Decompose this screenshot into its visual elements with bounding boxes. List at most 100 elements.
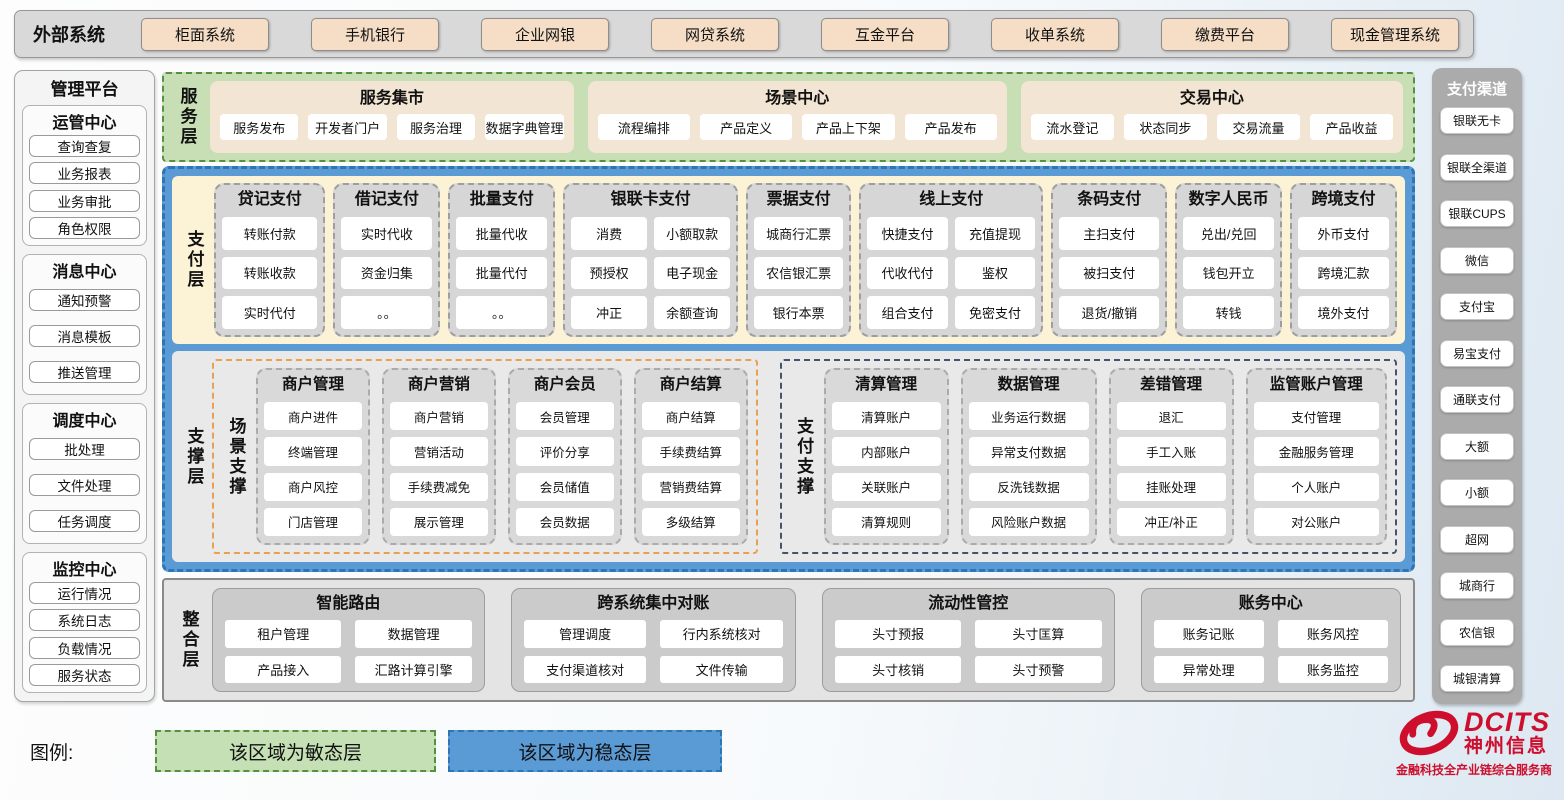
cross-system-reconciliation-items: 管理调度行内系统核对支付渠道核对文件传输	[523, 620, 783, 683]
service-market-title: 服务集市	[359, 90, 424, 107]
support-module: 展示管理	[389, 507, 488, 536]
merchant-settlement-group: 商户结算 商户结算手续费结算营销费结算多级结算	[633, 368, 748, 545]
monitoring-center-items: 运行情况系统日志负载情况服务状态	[29, 582, 140, 686]
error-management-items: 退汇手工入账挂账处理冲正/补正	[1116, 402, 1226, 536]
payment-support-label: 支付支撑	[794, 416, 814, 497]
digital-rmb-items: 兑出/兑回钱包开立转钱	[1183, 217, 1275, 329]
integration-module: 头寸预警	[975, 655, 1102, 683]
support-module: 手续费结算	[641, 437, 740, 466]
integration-groups: 智能路由 租户管理数据管理产品接入汇路计算引擎 跨系统集中对账 管理调度行内系统…	[212, 588, 1401, 692]
external-system-box: 企业网银	[481, 17, 609, 51]
payment-module: 跨境汇款	[1298, 256, 1389, 290]
scheduling-center-item: 文件处理	[29, 473, 140, 496]
payment-module: 充值提现	[954, 217, 1036, 250]
integration-module: 汇路计算引擎	[355, 655, 472, 683]
regulatory-account-items: 支付管理金融服务管理个人账户对公账户	[1253, 402, 1379, 536]
scene-support-label: 场景支撑	[226, 416, 246, 497]
bill-payment-items: 城商行汇票农信银汇票银行本票	[754, 217, 844, 329]
transaction-center-item: 流水登记	[1030, 114, 1114, 140]
merchant-marketing-title: 商户营销	[407, 376, 470, 393]
legend-stable-layer: 该区域为稳态层	[448, 730, 722, 772]
smart-routing-title: 智能路由	[316, 595, 381, 612]
monitoring-center-title: 监控中心	[52, 562, 117, 579]
payment-module: 免密支付	[954, 296, 1036, 329]
integration-module: 文件传输	[660, 655, 783, 683]
service-centers: 服务集市 服务发布开发者门户服务治理数据字典管理 场景中心 流程编排产品定义产品…	[210, 81, 1403, 153]
dcits-tagline: 金融科技全产业链综合服务商	[1395, 763, 1552, 777]
payment-module: 转账付款	[222, 217, 318, 250]
service-market-item: 服务治理	[396, 114, 476, 140]
external-system-box: 现金管理系统	[1331, 17, 1459, 51]
support-module: 关联账户	[831, 472, 941, 501]
payment-module: 余额查询	[654, 296, 731, 329]
scene-center-title: 场景中心	[765, 90, 830, 107]
bill-payment-title: 票据支付	[766, 191, 831, 208]
external-system-box: 手机银行	[311, 17, 439, 51]
transaction-center-item: 产品收益	[1309, 114, 1394, 140]
support-module: 手工入账	[1116, 437, 1226, 466]
bill-payment-group: 票据支付 城商行汇票农信银汇票银行本票	[746, 183, 852, 337]
ops-center-item: 业务审批	[29, 189, 140, 212]
payment-module: 退货/撤销	[1059, 296, 1160, 329]
monitoring-center-item: 服务状态	[29, 663, 140, 686]
integration-layer: 整合层 智能路由 租户管理数据管理产品接入汇路计算引擎 跨系统集中对账 管理调度…	[162, 578, 1415, 702]
support-module: 多级结算	[641, 507, 740, 536]
service-market-item: 数据字典管理	[485, 114, 564, 140]
credit-payment-title: 贷记支付	[237, 191, 302, 208]
ops-center-item: 业务报表	[29, 162, 140, 185]
merchant-marketing-group: 商户营销 商户营销营销活动手续费减免展示管理	[381, 368, 496, 545]
transaction-center-items: 流水登记状态同步交易流量产品收益	[1030, 107, 1394, 147]
data-management-group: 数据管理 业务运行数据异常支付数据反洗钱数据风险账户数据	[960, 368, 1097, 545]
scheduling-center-item: 任务调度	[29, 510, 140, 533]
monitoring-center-item: 系统日志	[29, 609, 140, 632]
credit-payment-group: 贷记支付 转账付款转账收款实时代付	[214, 183, 326, 337]
monitoring-center-group: 监控中心 运行情况系统日志负载情况服务状态	[22, 552, 147, 693]
transaction-center-title: 交易中心	[1179, 90, 1244, 107]
integration-module: 账务监控	[1277, 655, 1388, 683]
smart-routing-group: 智能路由 租户管理数据管理产品接入汇路计算引擎	[212, 588, 485, 692]
payment-module: 银行本票	[754, 296, 844, 329]
merchant-member-items: 会员管理评价分享会员储值会员数据	[515, 402, 614, 536]
integration-layer-label: 整合层	[179, 610, 199, 670]
payment-module: 主扫支付	[1059, 217, 1160, 250]
payment-module: 。。	[341, 296, 433, 329]
management-platform-sidebar: 管理平台 运管中心 查询查复业务报表业务审批角色权限 消息中心 通知预警消息模板…	[14, 70, 155, 702]
support-module: 对公账户	[1253, 507, 1379, 536]
accounting-center-items: 账务记账账务风控异常处理账务监控	[1153, 620, 1388, 683]
ops-center-items: 查询查复业务报表业务审批角色权限	[29, 135, 140, 239]
support-module: 业务运行数据	[968, 402, 1089, 431]
ops-center-title: 运管中心	[52, 115, 117, 132]
message-center-item: 消息模板	[29, 324, 140, 347]
scene-support-groups: 商户管理 商户进件终端管理商户风控门店管理 商户营销 商户营销营销活动手续费减免…	[256, 368, 748, 545]
payment-module: 实时代付	[222, 296, 318, 329]
cross-system-reconciliation-title: 跨系统集中对账	[597, 595, 710, 612]
support-sections: 场景支撑 商户管理 商户进件终端管理商户风控门店管理 商户营销 商户营销营销活动…	[212, 359, 1397, 554]
message-center-items: 通知预警消息模板推送管理	[29, 284, 140, 388]
debit-payment-items: 实时代收资金归集。。	[341, 217, 433, 329]
batch-payment-group: 批量支付 批量代收批量代付。。	[448, 183, 556, 337]
accounting-center-title: 账务中心	[1238, 595, 1303, 612]
scene-center-item: 流程编排	[597, 114, 690, 140]
unionpay-card-items: 消费小额取款预授权电子现金冲正余额查询	[571, 217, 731, 329]
payment-module: 被扫支付	[1059, 256, 1160, 290]
support-module: 支付管理	[1253, 402, 1379, 431]
payment-support-section: 支付支撑 清算管理 清算账户内部账户关联账户清算规则 数据管理 业务运行数据异常…	[779, 359, 1397, 554]
payment-module: 外币支付	[1298, 217, 1389, 250]
merchant-member-group: 商户会员 会员管理评价分享会员储值会员数据	[507, 368, 622, 545]
support-module: 门店管理	[264, 507, 362, 536]
support-module: 退汇	[1116, 402, 1226, 431]
integration-module: 行内系统核对	[660, 620, 783, 648]
external-system-box: 柜面系统	[141, 17, 269, 51]
support-module: 异常支付数据	[968, 437, 1089, 466]
payment-module: 钱包开立	[1183, 256, 1275, 290]
dcits-logo: DCITS 神州信息 金融科技全产业链综合服务商	[1388, 708, 1560, 778]
integration-module: 账务记账	[1153, 620, 1264, 648]
dcits-swirl-icon	[1399, 710, 1459, 756]
message-center-title: 消息中心	[52, 264, 117, 281]
debit-payment-title: 借记支付	[354, 191, 419, 208]
message-center-group: 消息中心 通知预警消息模板推送管理	[22, 254, 147, 395]
payment-module: 鉴权	[954, 256, 1036, 290]
external-system-box: 缴费平台	[1161, 17, 1289, 51]
channel-box: 城银清算	[1440, 665, 1514, 692]
